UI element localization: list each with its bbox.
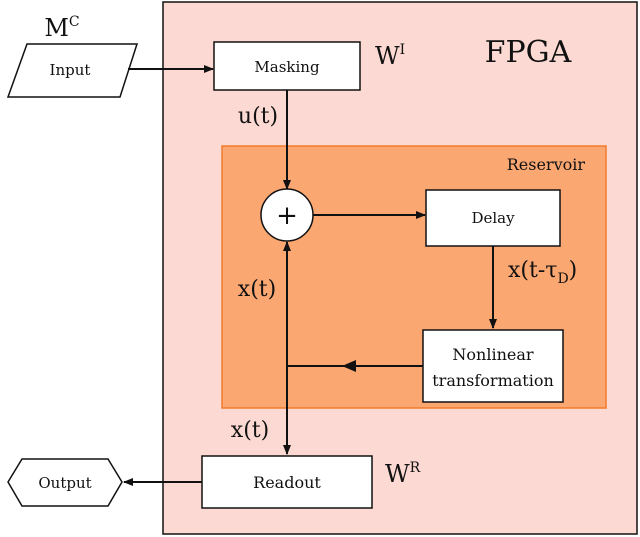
reservoir-label: Reservoir: [507, 155, 586, 174]
input-label: Input: [50, 61, 91, 79]
output-node: [7, 458, 123, 507]
signal-u-label: u(t): [238, 104, 278, 129]
input-node: [6, 43, 139, 98]
readout-weight-label: WR: [385, 460, 421, 488]
input-source-label: MC: [44, 14, 79, 42]
readout-block: [201, 455, 373, 509]
summing-symbol: +: [276, 201, 298, 231]
signal-x-readout-label: x(t): [231, 418, 269, 443]
delay-label: Delay: [471, 209, 515, 227]
delay-output-label: x(t-τD): [508, 258, 577, 287]
feedback-arrowhead: [342, 360, 356, 372]
nonlinear-label-line1: Nonlinear: [452, 345, 533, 364]
nonlinear-block: [422, 329, 564, 403]
masking-weight-label: WI: [375, 42, 405, 70]
fpga-title: FPGA: [485, 35, 572, 70]
masking-label: Masking: [254, 58, 320, 76]
readout-label: Readout: [253, 473, 321, 492]
signal-x-feedback-label: x(t): [238, 277, 276, 302]
delay-block: [425, 189, 561, 247]
output-label: Output: [38, 474, 91, 492]
nonlinear-label-line2: transformation: [432, 371, 554, 390]
